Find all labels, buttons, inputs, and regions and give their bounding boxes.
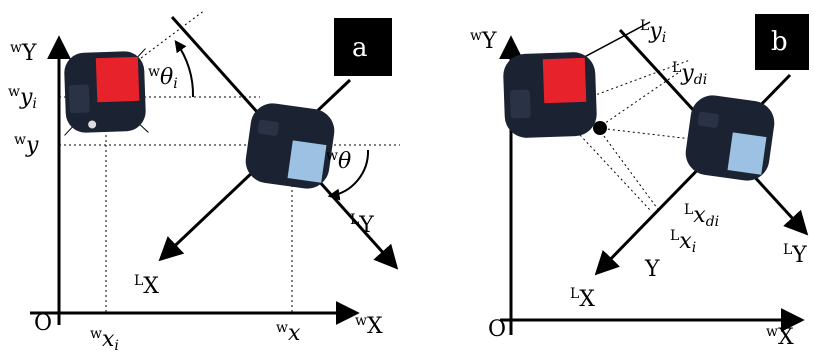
red-marker [542, 57, 587, 104]
panel-b-letter-box [755, 14, 809, 70]
robot-i [61, 48, 149, 136]
world-y-label: wY [10, 40, 37, 66]
projection-lines [554, 59, 701, 213]
panel-b: b O wY wX LX LY Y Lyi Lydi Lxdi Lxi [470, 14, 809, 350]
robot-i [503, 52, 597, 138]
blue-marker [287, 140, 327, 183]
world-x-label: wX [766, 324, 794, 350]
panel-a-letter: a [352, 33, 368, 63]
world-y-label: wY [470, 28, 497, 54]
ly-i-label: Lyi [640, 18, 666, 46]
ly-di-label: Lydi [672, 60, 707, 88]
center-point [593, 121, 607, 135]
local-x-label: LX [134, 273, 159, 299]
robot [245, 103, 335, 189]
local-x-label: LX [570, 286, 595, 312]
xi-tick-label: wxi [90, 326, 119, 353]
local-y-label: LY [783, 242, 807, 268]
theta-i-arc [174, 40, 195, 98]
yi-tick-label: wyi [8, 84, 37, 112]
theta-label: wθ [326, 148, 351, 174]
origin-label: O [488, 317, 506, 342]
theta-arc [327, 149, 370, 201]
panel-a-letter-box [334, 18, 392, 76]
lx-i-label: Lxi [670, 228, 696, 256]
theta-i-label: wθi [148, 64, 178, 92]
local-y-label: LY [350, 212, 374, 238]
y-tick-label: wy [14, 132, 39, 158]
blue-marker [727, 132, 767, 175]
panel-a: a O wY wX LX LY wyi wy wxi wx wθ wθi [8, 9, 400, 353]
lx-di-label: Lxdi [684, 202, 719, 230]
panel-b-letter: b [771, 27, 788, 57]
robot [685, 95, 775, 181]
x-tick-label: wx [276, 320, 301, 346]
world-x-label: wX [355, 313, 383, 339]
red-marker [95, 56, 140, 103]
origin-label: O [34, 311, 52, 336]
y-label: Y [644, 257, 660, 282]
